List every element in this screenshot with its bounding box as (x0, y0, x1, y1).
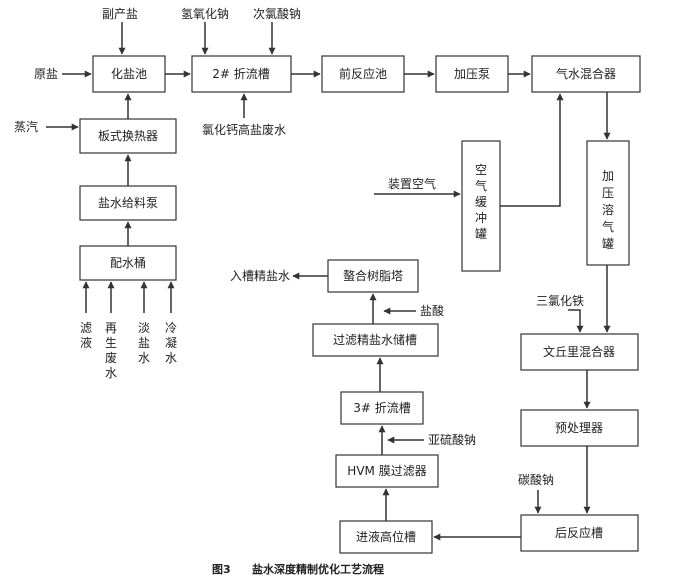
flow-edges (124, 70, 611, 541)
input-arrows (46, 22, 584, 514)
vertical-label-char: 气 (602, 219, 614, 234)
label-danyanshui: 淡盐水 (138, 321, 150, 365)
node-yanshuigeiliaobeng: 盐水给料泵 (79, 185, 177, 221)
input-labels: 副产盐 氢氧化钠 次氯酸钠 原盐 蒸汽 氯化钙高盐废水 装置空气 三氯化铁 盐酸… (14, 6, 584, 487)
node-label: 螯合树脂塔 (343, 268, 403, 283)
vertical-label-char: 废 (105, 350, 117, 365)
vertical-label-char: 缓 (475, 195, 487, 209)
node-label: 3# 折流槽 (353, 400, 411, 415)
node-label: 气水混合器 (556, 66, 616, 81)
label-lvhuagaogaoyanfeishui: 氯化钙高盐废水 (202, 122, 286, 137)
label-yaliusuanna: 亚硫酸钠 (428, 432, 476, 447)
vertical-label-char: 滤 (80, 321, 92, 335)
vertical-label-char: 水 (105, 366, 117, 380)
node-label: 板式换热器 (98, 129, 158, 143)
node-houfanyingcao: 后反应槽 (520, 514, 639, 552)
node-aoheshuzhita: 螯合树脂塔 (327, 259, 419, 293)
node-label: 过滤精盐水储槽 (333, 332, 417, 347)
label-tansuanna: 碳酸钠 (518, 472, 554, 487)
caption-number: 图3 (212, 563, 231, 576)
node-jinyegaoweicao: 进液高位槽 (339, 520, 433, 554)
vertical-label-char: 罐 (602, 237, 614, 251)
vertical-label-char: 淡 (138, 321, 150, 335)
vertical-label-char: 罐 (475, 227, 487, 241)
node-label: 前反应池 (339, 66, 387, 81)
node-huayanchi: 化盐池 (92, 55, 166, 93)
label-rucaojingyanshui: 入槽精盐水 (230, 269, 290, 283)
node-peishuitong: 配水桶 (79, 245, 177, 281)
node-qianfanyingchi: 前反应池 (321, 55, 405, 93)
node-label: 2# 折流槽 (212, 66, 270, 81)
label-sanlvhuatie: 三氯化铁 (536, 294, 584, 308)
node-guolvjingyanshuichucao: 过滤精盐水储槽 (312, 323, 439, 357)
node-label: 预处理器 (555, 421, 603, 435)
vertical-label-char: 水 (165, 351, 177, 365)
node-jiayabeng: 加压泵 (435, 55, 509, 93)
label-yansuan: 盐酸 (420, 303, 444, 318)
node-zheliucao2: 2# 折流槽 (191, 55, 292, 93)
vertical-label-char: 加 (602, 169, 614, 183)
node-label: 进液高位槽 (356, 529, 416, 544)
vertical-label-char: 冷 (165, 321, 177, 335)
label-lengningshui: 冷凝水 (165, 321, 177, 365)
node-label: 加压泵 (454, 67, 490, 81)
node-qishuihunheqi: 气水混合器 (531, 55, 641, 93)
node-zheliucao3: 3# 折流槽 (340, 391, 424, 425)
vertical-label-char: 水 (138, 351, 150, 365)
vertical-label-char: 气 (475, 178, 487, 193)
node-label: 文丘里混合器 (543, 344, 615, 359)
node-label: 盐水给料泵 (98, 196, 158, 210)
node-label: 配水桶 (110, 255, 146, 270)
node-wenqiulihunheqi: 文丘里混合器 (520, 333, 639, 371)
label-lvye: 滤液 (80, 321, 92, 350)
node-jiayarongqiguan (586, 140, 630, 266)
node-yuchuliqi: 预处理器 (520, 409, 639, 447)
vertical-label-char: 溶 (602, 202, 614, 217)
vertical-label-char: 盐 (138, 336, 150, 350)
node-label: 后反应槽 (555, 525, 603, 540)
node-hvmmoguolvqi: HVM 膜过滤器 (335, 454, 439, 488)
node-kongqihuanchongguan (461, 140, 501, 272)
figure-caption: 图3 盐水深度精制优化工艺流程 (212, 562, 384, 576)
label-zhuangzhikongqi: 装置空气 (388, 176, 436, 191)
vertical-label-char: 凝 (165, 335, 177, 350)
label-yuanyan: 原盐 (34, 67, 58, 81)
label-fuchanyan: 副产盐 (102, 7, 138, 21)
node-label: 化盐池 (111, 67, 147, 81)
vertical-label-char: 压 (602, 186, 614, 200)
caption-title: 盐水深度精制优化工艺流程 (252, 562, 384, 576)
node-label: HVM 膜过滤器 (347, 464, 426, 478)
node-banshihuanreqi: 板式换热器 (79, 118, 177, 154)
label-qingyanghuana: 氢氧化钠 (181, 6, 229, 21)
vertical-label-char: 空 (475, 163, 487, 177)
vertical-label-char: 生 (105, 336, 117, 350)
vertical-label-char: 再 (105, 321, 117, 335)
label-cilvsuanna: 次氯酸钠 (253, 6, 301, 21)
vertical-label-char: 冲 (475, 210, 487, 225)
vertical-label-char: 液 (80, 335, 92, 350)
label-zhengqi: 蒸汽 (14, 119, 38, 134)
